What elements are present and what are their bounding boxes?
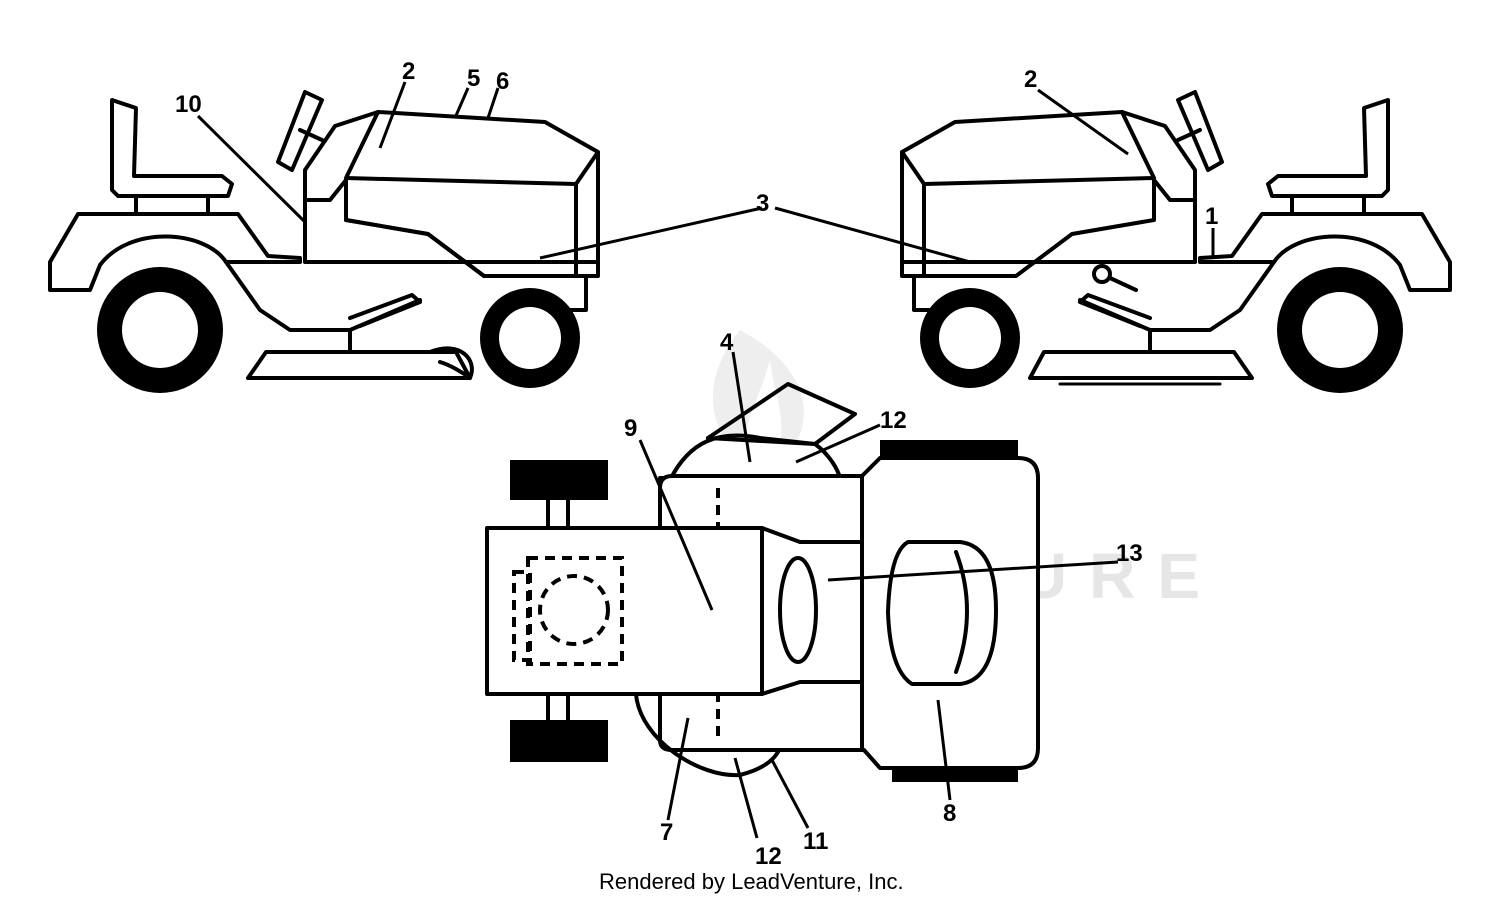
callout-13: 13 — [1116, 540, 1143, 567]
callout-7: 7 — [660, 819, 673, 846]
callout-8: 8 — [943, 800, 956, 827]
callout-2-left: 2 — [402, 58, 415, 85]
callout-2-right: 2 — [1024, 66, 1037, 93]
callout-1: 1 — [1205, 203, 1218, 230]
callout-9: 9 — [624, 415, 637, 442]
leader-lines — [196, 81, 1215, 839]
callout-12-bottom: 12 — [755, 843, 782, 870]
tractor-right-side-view — [900, 90, 1452, 393]
callout-11: 11 — [803, 828, 828, 855]
credit-text: Rendered by LeadVenture, Inc. — [599, 869, 904, 894]
tractor-top-view — [485, 382, 1040, 782]
tractor-left-side-view — [48, 90, 600, 393]
callout-12-top: 12 — [880, 407, 907, 434]
callout-4: 4 — [720, 329, 734, 356]
callout-3: 3 — [756, 190, 769, 217]
callout-labels: 10 2 5 6 3 2 1 4 12 9 13 7 12 11 8 — [175, 58, 1218, 870]
callout-5: 5 — [467, 65, 480, 92]
callout-10: 10 — [175, 91, 202, 118]
callout-6: 6 — [496, 68, 509, 95]
